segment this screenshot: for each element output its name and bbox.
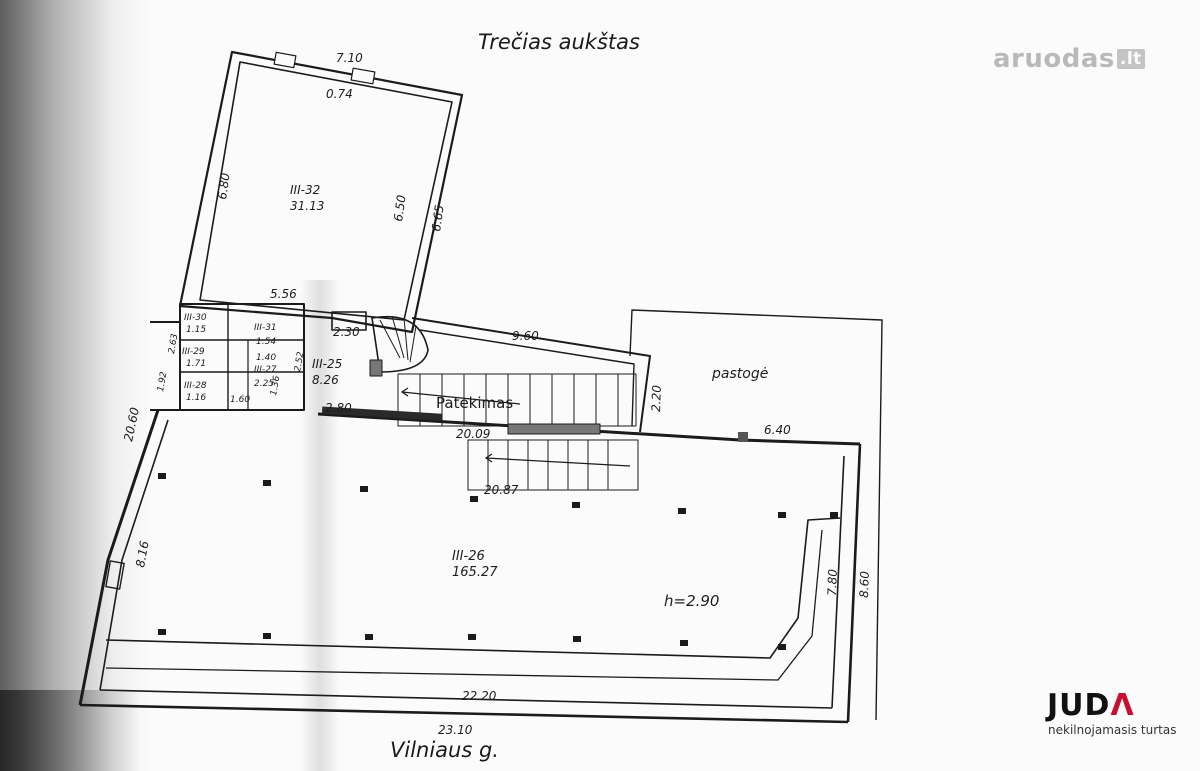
room-32-id: III-32 [290,183,320,197]
west-wall [78,409,160,706]
terrace-parapet [105,517,841,659]
room-25-id: III-25 [312,357,342,371]
dim-6-50: 6.50 [391,194,409,223]
room-26-area: 165.27 [452,565,498,580]
corridor-post [331,311,367,331]
dim-20-60: 20.60 [121,406,142,443]
room-31-id: III-31 [254,323,277,333]
street-label: Vilniaus g. [390,738,499,762]
dim-6-40: 6.40 [764,423,791,437]
dim-7-80: 7.80 [825,569,840,597]
dim-1-40: 1.40 [256,353,276,363]
dim-20-09: 20.09 [456,427,490,441]
room-28-area: 1.16 [186,393,206,403]
dim-2-80: 2.80 [325,401,352,415]
dim-6-65: 6.65 [429,204,447,232]
stair-arrows [400,387,631,467]
room-28-id: III-28 [184,381,207,391]
logo-subtitle: nekilnojamasis turtas [1048,723,1177,737]
dim-23-10: 23.10 [438,723,473,737]
aruodas-watermark: aruodas.lt [993,44,1145,74]
corridor-north-wall [411,317,651,433]
dim-22-20: 22.20 [462,689,497,703]
logo-accent-letter: Λ [1110,688,1135,723]
dim-2-52: 2.52 [293,351,306,373]
dim-6-80: 6.80 [215,172,233,201]
attic-outline [629,309,883,721]
window-top-left [273,51,297,69]
room-32-area: 31.13 [290,199,324,213]
room-25-area: 8.26 [312,373,339,387]
dim-1-92: 1.92 [156,371,169,393]
room-32-outer-wall [178,50,464,334]
spiral-stair [371,315,429,373]
attic-label: pastogė [711,366,768,382]
dim-5-56: 5.56 [270,287,297,301]
dim-7-10: 7.10 [336,51,363,65]
room-30-area: 1.15 [186,325,206,335]
main-room-south-wall [79,703,849,724]
room-27-area: 2.25 [254,379,274,389]
column-markers [158,473,838,650]
inner-stairs [467,439,639,491]
logo-name: JUD [1047,688,1111,723]
dim-0-74: 0.74 [326,87,353,101]
dim-20-87: 20.87 [484,483,519,497]
juda-logo: JUDΛ [1047,688,1135,723]
dim-1-36: 1.36 [269,375,282,397]
window-top-right [350,67,376,85]
room-29-area: 1.71 [186,359,206,369]
room-30-id: III-30 [184,313,207,323]
main-room-east-wall [846,443,862,723]
room-31-area: 1.54 [256,337,276,347]
dim-8-60: 8.60 [857,571,872,599]
room-26-id: III-26 [452,549,485,564]
ceiling-height-label: h=2.90 [664,592,719,610]
entrance-label: Patekimas [436,394,513,412]
dim-9-60: 9.60 [512,329,539,343]
dim-2-30: 2.30 [333,325,360,339]
left-outer-wall [150,321,181,411]
page-title: Trečias aukštas [478,30,640,54]
dim-1-60: 1.60 [230,395,250,405]
watermark-text: aruodas [993,44,1115,74]
room-27-id: III-27 [254,365,277,375]
west-window [105,560,125,590]
dim-2-63: 2.63 [167,333,180,355]
dim-8-16: 8.16 [133,539,151,568]
room-29-id: III-29 [182,347,205,357]
dim-2-20: 2.20 [649,385,664,413]
watermark-tld: .lt [1116,49,1145,69]
